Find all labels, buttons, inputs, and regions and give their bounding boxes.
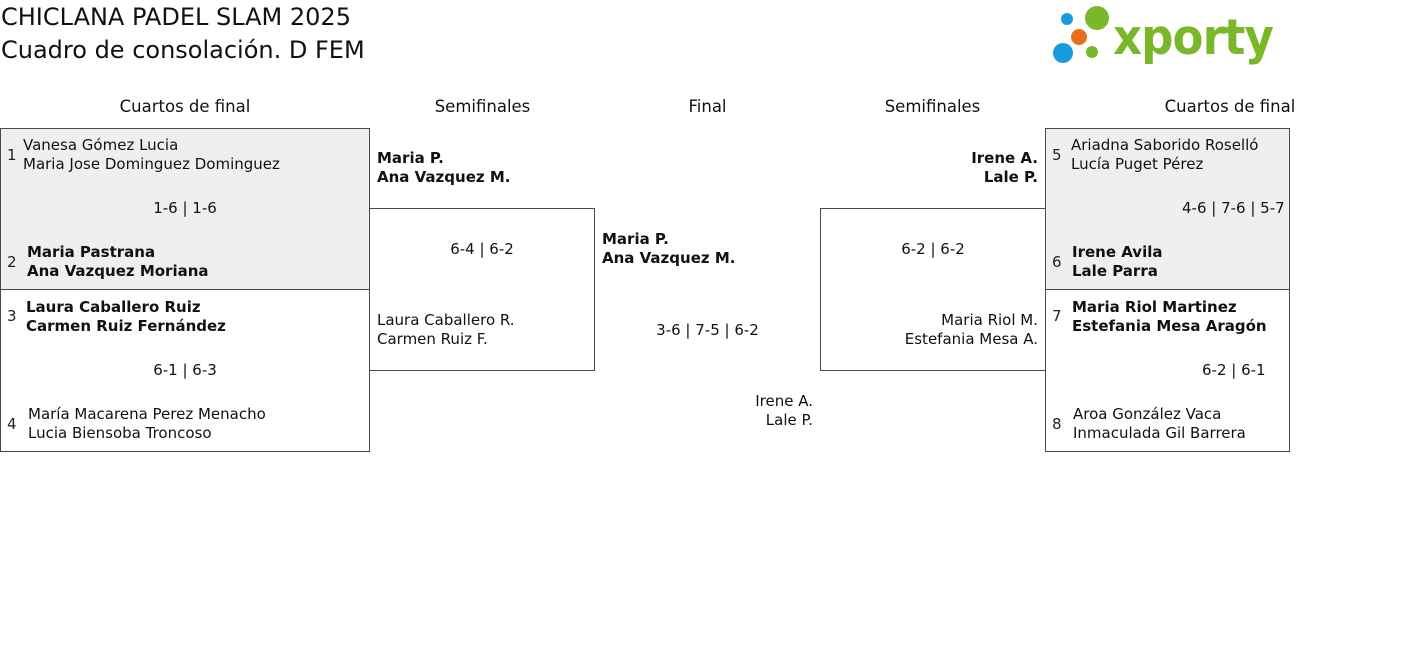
final-score: 3-6 | 7-5 | 6-2 xyxy=(656,321,759,339)
player-name: Lale Parra xyxy=(1072,262,1158,280)
player-name: Maria Riol M. xyxy=(941,311,1038,329)
player-name: Irene Avila xyxy=(1072,243,1163,261)
player-name: Maria P. xyxy=(377,149,444,167)
match-box-rq2 xyxy=(1045,289,1290,452)
player-name: Lale P. xyxy=(765,411,813,429)
logo-dot-green-small xyxy=(1086,46,1098,58)
match-score: 6-2 | 6-1 xyxy=(1202,361,1266,379)
team-pair: Irene A. Lale P. xyxy=(620,392,813,430)
team-pair: Laura Caballero R. Carmen Ruiz F. xyxy=(377,311,515,349)
round-title-left-semis: Semifinales xyxy=(434,97,531,116)
match-score: 6-1 | 6-3 xyxy=(153,361,217,379)
team-pair-winner: Maria P. Ana Vazquez M. xyxy=(602,230,735,268)
player-name: Maria Jose Dominguez Dominguez xyxy=(23,155,280,173)
player-name: Irene A. xyxy=(755,392,813,410)
logo-wordmark: xporty xyxy=(1113,9,1274,66)
round-title-final: Final xyxy=(688,97,727,116)
player-name: Maria Pastrana xyxy=(27,243,156,261)
player-name: Ana Vazquez Moriana xyxy=(27,262,209,280)
logo-dot-blue-small xyxy=(1061,13,1073,25)
seed-number: 1 xyxy=(7,146,17,164)
seed-number: 6 xyxy=(1052,253,1062,271)
page-subtitle: Cuadro de consolación. D FEM xyxy=(1,36,365,64)
player-name: Ariadna Saborido Roselló xyxy=(1071,136,1259,154)
seed-number: 2 xyxy=(7,253,17,271)
player-name: Carmen Ruiz F. xyxy=(377,330,488,348)
xporty-logo: xporty xyxy=(1053,6,1275,66)
match-score: 6-2 | 6-2 xyxy=(901,240,965,258)
team-pair: María Macarena Perez Menacho Lucia Biens… xyxy=(28,405,266,443)
player-name: Lucía Puget Pérez xyxy=(1071,155,1204,173)
team-pair-winner: Laura Caballero Ruiz Carmen Ruiz Fernánd… xyxy=(26,298,226,336)
logo-dot-green-large xyxy=(1085,6,1109,30)
player-name: Maria Riol Martinez xyxy=(1072,298,1237,316)
player-name: Inmaculada Gil Barrera xyxy=(1073,424,1246,442)
round-title-right-quarters: Cuartos de final xyxy=(1164,97,1296,116)
seed-number: 4 xyxy=(7,415,17,433)
match-score: 6-4 | 6-2 xyxy=(450,240,514,258)
team-pair: Vanesa Gómez Lucia Maria Jose Dominguez … xyxy=(23,136,280,174)
team-pair-winner: Maria Pastrana Ana Vazquez Moriana xyxy=(27,243,209,281)
match-score: 4-6 | 7-6 | 5-7 xyxy=(1182,199,1285,217)
logo-dot-blue-large xyxy=(1053,43,1073,63)
team-pair-winner: Irene Avila Lale Parra xyxy=(1072,243,1162,281)
player-name: Aroa González Vaca xyxy=(1073,405,1222,423)
team-pair-winner: Maria P. Ana Vazquez M. xyxy=(377,149,510,187)
logo-dot-orange xyxy=(1071,29,1087,45)
team-pair: Aroa González Vaca Inmaculada Gil Barrer… xyxy=(1073,405,1246,443)
seed-number: 8 xyxy=(1052,415,1062,433)
player-name: Vanesa Gómez Lucia xyxy=(23,136,179,154)
player-name: Ana Vazquez M. xyxy=(377,168,511,186)
team-pair: Maria Riol M. Estefania Mesa A. xyxy=(820,311,1038,349)
player-name: Irene A. xyxy=(971,149,1038,167)
seed-number: 7 xyxy=(1052,307,1062,325)
player-name: Laura Caballero Ruiz xyxy=(26,298,201,316)
match-box-rq1 xyxy=(1045,128,1290,290)
page-title: CHICLANA PADEL SLAM 2025 xyxy=(1,3,351,31)
seed-number: 3 xyxy=(7,307,17,325)
match-box-lq1 xyxy=(0,128,370,290)
round-title-right-semis: Semifinales xyxy=(884,97,981,116)
round-title-left-quarters: Cuartos de final xyxy=(119,97,251,116)
match-box-left-semi xyxy=(369,208,595,371)
player-name: Lale P. xyxy=(983,168,1038,186)
player-name: María Macarena Perez Menacho xyxy=(28,405,266,423)
player-name: Laura Caballero R. xyxy=(377,311,515,329)
team-pair-winner: Irene A. Lale P. xyxy=(820,149,1038,187)
team-pair-winner: Maria Riol Martinez Estefania Mesa Aragó… xyxy=(1072,298,1267,336)
player-name: Carmen Ruiz Fernández xyxy=(26,317,226,335)
player-name: Estefania Mesa A. xyxy=(904,330,1038,348)
team-pair: Ariadna Saborido Roselló Lucía Puget Pér… xyxy=(1071,136,1258,174)
match-score: 1-6 | 1-6 xyxy=(153,199,217,217)
player-name: Lucia Biensoba Troncoso xyxy=(28,424,212,442)
player-name: Ana Vazquez M. xyxy=(602,249,736,267)
player-name: Maria P. xyxy=(602,230,669,248)
player-name: Estefania Mesa Aragón xyxy=(1072,317,1267,335)
seed-number: 5 xyxy=(1052,146,1062,164)
